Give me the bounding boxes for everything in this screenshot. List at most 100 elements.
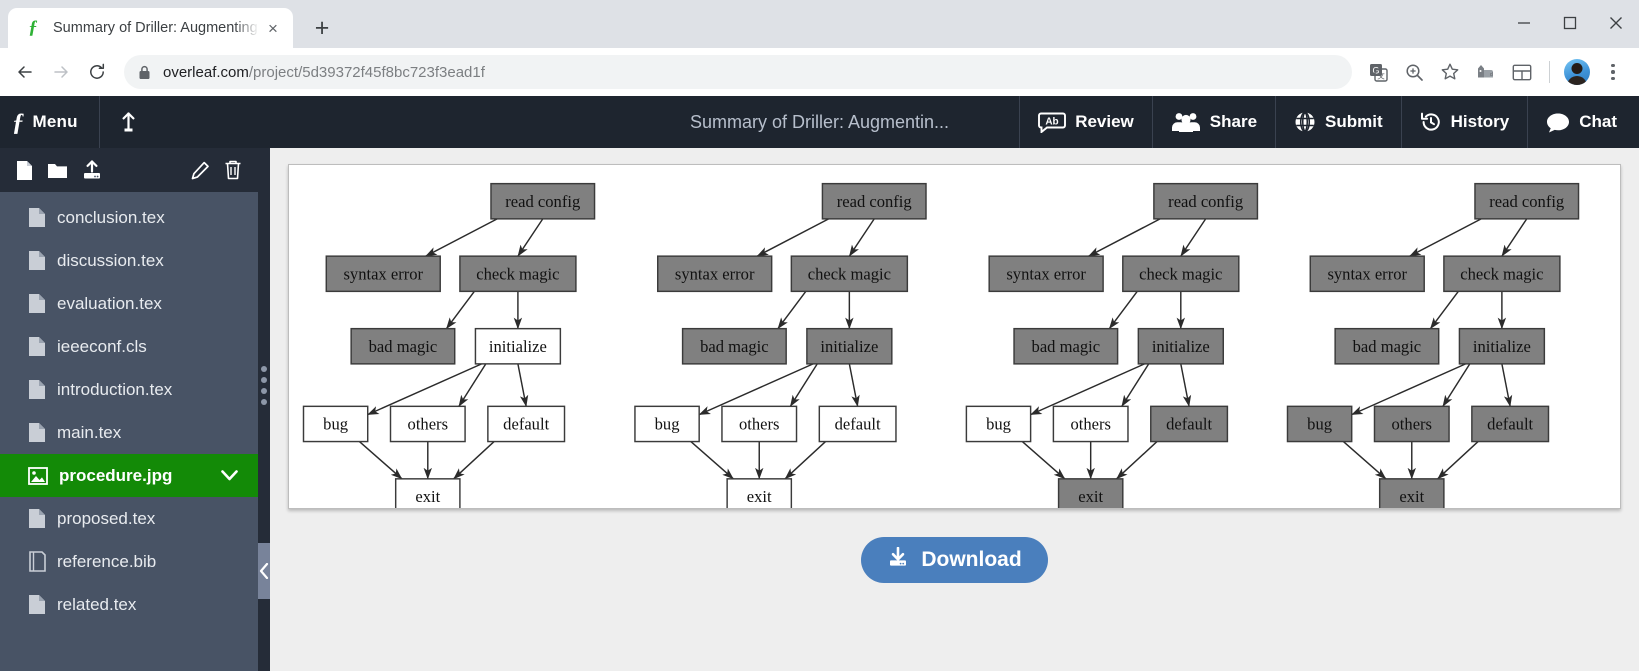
history-clock-icon xyxy=(1420,111,1442,133)
flow-edge xyxy=(1021,441,1066,480)
flow-node-box xyxy=(634,405,700,443)
procedure-flowchart-figure: read config syntax error check magic bad ma… xyxy=(302,182,1580,508)
flow-node-box xyxy=(1057,478,1124,508)
history-button[interactable]: History xyxy=(1400,96,1528,148)
flow-node-label: bad magic xyxy=(369,337,438,356)
flow-node-label: others xyxy=(739,415,779,434)
flow-node-box xyxy=(965,405,1032,443)
delete-trash-icon[interactable] xyxy=(224,160,242,180)
flow-node-box xyxy=(1013,327,1119,365)
download-button[interactable]: Download xyxy=(861,537,1048,583)
file-icon xyxy=(28,594,46,615)
maximize-icon[interactable] xyxy=(1547,0,1593,46)
svg-text:G: G xyxy=(1372,65,1379,75)
back-button[interactable] xyxy=(8,55,42,89)
extension-icon[interactable]: d xyxy=(1470,56,1502,88)
flow-node-label: default xyxy=(1487,415,1533,434)
file-name: proposed.tex xyxy=(57,508,156,528)
flow-node-label: initialize xyxy=(489,337,547,356)
flow-node-label: bug xyxy=(1307,415,1332,434)
zoom-icon[interactable] xyxy=(1398,56,1430,88)
new-file-icon[interactable] xyxy=(16,160,33,181)
browser-tab[interactable]: ƒ Summary of Driller: Augmenting × xyxy=(8,8,293,48)
rename-pencil-icon[interactable] xyxy=(191,161,210,180)
file-list-item[interactable]: related.tex xyxy=(0,583,258,626)
menu-button[interactable]: ƒ Menu xyxy=(0,96,100,148)
flow-edge xyxy=(1180,218,1207,257)
upload-icon[interactable] xyxy=(100,111,156,133)
flow-node-box xyxy=(721,405,798,443)
flow-node-label: read config xyxy=(837,192,912,211)
flow-node-label: syntax error xyxy=(675,264,755,283)
address-bar[interactable]: overleaf.com/project/5d39372f45f8bc723f3… xyxy=(124,55,1352,89)
flow-node-box xyxy=(1474,182,1580,220)
minimize-icon[interactable] xyxy=(1501,0,1547,46)
file-icon xyxy=(28,422,46,443)
flow-node-label: initialize xyxy=(1152,337,1210,356)
three-dot-menu-icon[interactable] xyxy=(1597,56,1629,88)
chat-label: Chat xyxy=(1579,112,1617,131)
flow-node-label: syntax error xyxy=(343,264,423,283)
flow-edge xyxy=(1088,218,1161,257)
chat-button[interactable]: Chat xyxy=(1527,96,1639,148)
flow-edge xyxy=(1116,441,1158,480)
upload-file-icon[interactable] xyxy=(82,160,102,180)
file-list-item[interactable]: introduction.tex xyxy=(0,368,258,411)
file-list-item[interactable]: discussion.tex xyxy=(0,239,258,282)
bookmark-star-icon[interactable] xyxy=(1434,56,1466,88)
flow-edge xyxy=(358,441,403,480)
close-icon[interactable] xyxy=(1593,0,1639,46)
url-domain: overleaf.com xyxy=(163,63,249,81)
flow-edge xyxy=(458,363,487,407)
reload-button[interactable] xyxy=(80,55,114,89)
flow-edge xyxy=(1351,363,1466,416)
file-list-item[interactable]: conclusion.tex xyxy=(0,196,258,239)
submit-button[interactable]: Submit xyxy=(1275,96,1401,148)
toolbar-divider xyxy=(1549,61,1550,83)
submit-globe-icon xyxy=(1294,111,1316,133)
flow-node-label: bad magic xyxy=(1353,337,1422,356)
sidebar-collapse-button[interactable] xyxy=(258,543,270,599)
new-tab-button[interactable]: + xyxy=(314,13,330,42)
file-name: procedure.jpg xyxy=(59,465,173,485)
file-list-item[interactable]: evaluation.tex xyxy=(0,282,258,325)
sidebar-resize-handle[interactable] xyxy=(258,148,270,671)
flow-edge xyxy=(1501,218,1528,257)
chat-bubble-icon xyxy=(1546,112,1570,133)
share-button[interactable]: Share xyxy=(1151,96,1275,148)
flow-node-box xyxy=(1137,327,1224,365)
chevron-down-icon[interactable] xyxy=(221,470,244,481)
flow-node-label: check magic xyxy=(476,264,559,283)
flow-edge xyxy=(1442,363,1471,407)
flow-node-label: bug xyxy=(655,415,680,434)
flow-node-box xyxy=(389,405,466,443)
file-list-item[interactable]: main.tex xyxy=(0,411,258,454)
file-list-item[interactable]: reference.bib xyxy=(0,540,258,583)
file-list-item[interactable]: procedure.jpg xyxy=(0,454,258,497)
svg-text:文: 文 xyxy=(1377,70,1385,80)
forward-button[interactable] xyxy=(44,55,78,89)
overleaf-app: ƒ Menu Summary of Driller: Augmentin... … xyxy=(0,96,1639,671)
close-icon[interactable]: × xyxy=(268,18,278,38)
flow-node-box xyxy=(1052,405,1129,443)
flow-node-box xyxy=(1471,405,1550,443)
flow-node-box xyxy=(302,405,369,443)
file-name: reference.bib xyxy=(57,551,157,571)
new-folder-icon[interactable] xyxy=(47,162,68,179)
split-screen-icon[interactable] xyxy=(1506,56,1538,88)
profile-avatar[interactable] xyxy=(1561,56,1593,88)
file-list-item[interactable]: ieeeconf.cls xyxy=(0,325,258,368)
flow-node-label: syntax error xyxy=(1327,264,1407,283)
file-list-item[interactable]: proposed.tex xyxy=(0,497,258,540)
flow-edge xyxy=(367,363,482,416)
review-button[interactable]: Ab Review xyxy=(1019,96,1152,148)
flow-node-label: bug xyxy=(986,415,1011,434)
flow-node-label: default xyxy=(503,415,549,434)
url-text: overleaf.com/project/5d39372f45f8bc723f3… xyxy=(163,64,485,81)
image-preview-pane: read config syntax error check magic bad ma… xyxy=(270,148,1639,671)
file-toolbar xyxy=(0,148,258,192)
